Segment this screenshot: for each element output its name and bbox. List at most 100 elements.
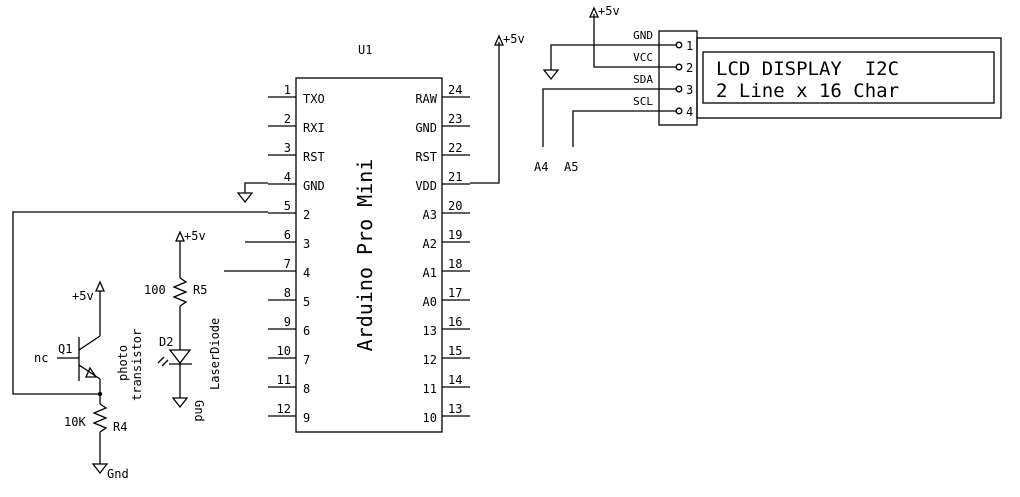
- r5-resistor-icon: [172, 277, 188, 307]
- lcd-pin-label: SCL: [633, 95, 653, 108]
- right-pin-label: GND: [415, 121, 437, 135]
- lcd-outer-frame: [696, 37, 1002, 119]
- left-pin-number: 5: [284, 199, 291, 213]
- left-pin-label: 2: [303, 208, 310, 222]
- laser-circuit: +5v 100 R5 D2 LaserDiode Gnd: [144, 229, 222, 422]
- lcd-pin-number: 3: [686, 83, 693, 97]
- vdd-supply-net: +5v: [470, 32, 525, 184]
- left-pin: 85: [268, 286, 310, 309]
- left-pin: 63: [245, 228, 310, 251]
- q1-desc-line-1: photo: [116, 345, 130, 381]
- right-pin-number: 22: [448, 141, 462, 155]
- lcd-pin-number: 4: [686, 105, 693, 119]
- right-pin-number: 20: [448, 199, 462, 213]
- right-pin-number: 19: [448, 228, 462, 242]
- left-pin: 118: [268, 373, 310, 396]
- q1-ref: Q1: [58, 342, 72, 356]
- left-pin-label: TXO: [303, 92, 325, 106]
- laser-diode-icon: [168, 349, 192, 365]
- right-pin-label: 10: [423, 411, 437, 425]
- pin4-ground-icon: [236, 192, 254, 204]
- lcd-screen: [702, 51, 995, 104]
- q1-supply-label: +5v: [72, 289, 94, 303]
- sensor-signal-wire: [12, 211, 268, 395]
- light-emit-arrow-1-icon: [161, 359, 169, 367]
- left-pin: 52: [268, 199, 310, 222]
- right-pin-number: 15: [448, 344, 462, 358]
- lcd-connector-pin: 3 SDA: [633, 73, 693, 97]
- light-emit-arrow-2-icon: [157, 356, 165, 364]
- left-pin-label: 6: [303, 324, 310, 338]
- r4-resistor-icon: [92, 403, 108, 433]
- vdd-supply-label: +5v: [503, 32, 525, 46]
- right-pin-label: RAW: [415, 92, 437, 106]
- vdd-power-arrow-icon: [493, 34, 505, 46]
- left-pin-number: 7: [284, 257, 291, 271]
- lcd-connector-pin: 2 VCC: [633, 51, 693, 75]
- right-pin-number: 13: [448, 402, 462, 416]
- chip-name: Arduino Pro Mini: [353, 159, 377, 352]
- right-pin-label: A1: [423, 266, 437, 280]
- left-pin-number: 12: [277, 402, 291, 416]
- right-pin-label: A3: [423, 208, 437, 222]
- left-pin-label: 5: [303, 295, 310, 309]
- q1-power-arrow-icon: [94, 280, 106, 292]
- lcd-scl-wire: [572, 110, 676, 147]
- left-pin-label: 9: [303, 411, 310, 425]
- right-pin-label: A2: [423, 237, 437, 251]
- pin-terminal-icon: [675, 107, 683, 115]
- laser-supply-label: +5v: [184, 229, 206, 243]
- left-pin-number: 11: [277, 373, 291, 387]
- net-label-a5: A5: [564, 160, 578, 174]
- right-pin-label: 13: [423, 324, 437, 338]
- lcd-pin-number: 2: [686, 61, 693, 75]
- r5-value: 100: [144, 283, 166, 297]
- phototransistor-circuit: +5v Q1 nc photo transistor 10K R4 Gnd: [34, 280, 144, 481]
- right-pin-number: 24: [448, 83, 462, 97]
- lcd-supply-label: +5v: [598, 4, 620, 18]
- right-pin: 13 10: [423, 402, 470, 425]
- laser-ground-label: Gnd: [192, 400, 206, 422]
- lcd-line-1: LCD DISPLAY I2C: [716, 58, 899, 80]
- left-pin-number: 3: [284, 141, 291, 155]
- emitter-arrow-icon: [84, 366, 98, 378]
- left-pin-number: 4: [284, 170, 291, 184]
- pin4-ground-net: [236, 182, 268, 204]
- lcd-pin-label: SDA: [633, 73, 653, 86]
- right-pin-label: 12: [423, 353, 437, 367]
- lcd-pin-label: GND: [633, 29, 653, 42]
- right-pin-label: A0: [423, 295, 437, 309]
- left-pin-number: 8: [284, 286, 291, 300]
- lcd-power-arrow-icon: [588, 6, 600, 18]
- right-pin-label: VDD: [415, 179, 437, 193]
- pin-terminal-icon: [675, 85, 683, 93]
- pin-terminal-icon: [675, 41, 683, 49]
- lcd-vcc-wire: [593, 14, 676, 68]
- left-pin-label: RXI: [303, 121, 325, 135]
- right-pin-label: RST: [415, 150, 437, 164]
- lcd-pin-label: VCC: [633, 51, 653, 64]
- right-pin-number: 14: [448, 373, 462, 387]
- collector-lead: [78, 335, 101, 351]
- chip-body: [295, 77, 443, 433]
- r5-ref: R5: [193, 283, 207, 297]
- lcd-ground-icon: [542, 69, 560, 81]
- lcd-sda-wire: [542, 88, 676, 147]
